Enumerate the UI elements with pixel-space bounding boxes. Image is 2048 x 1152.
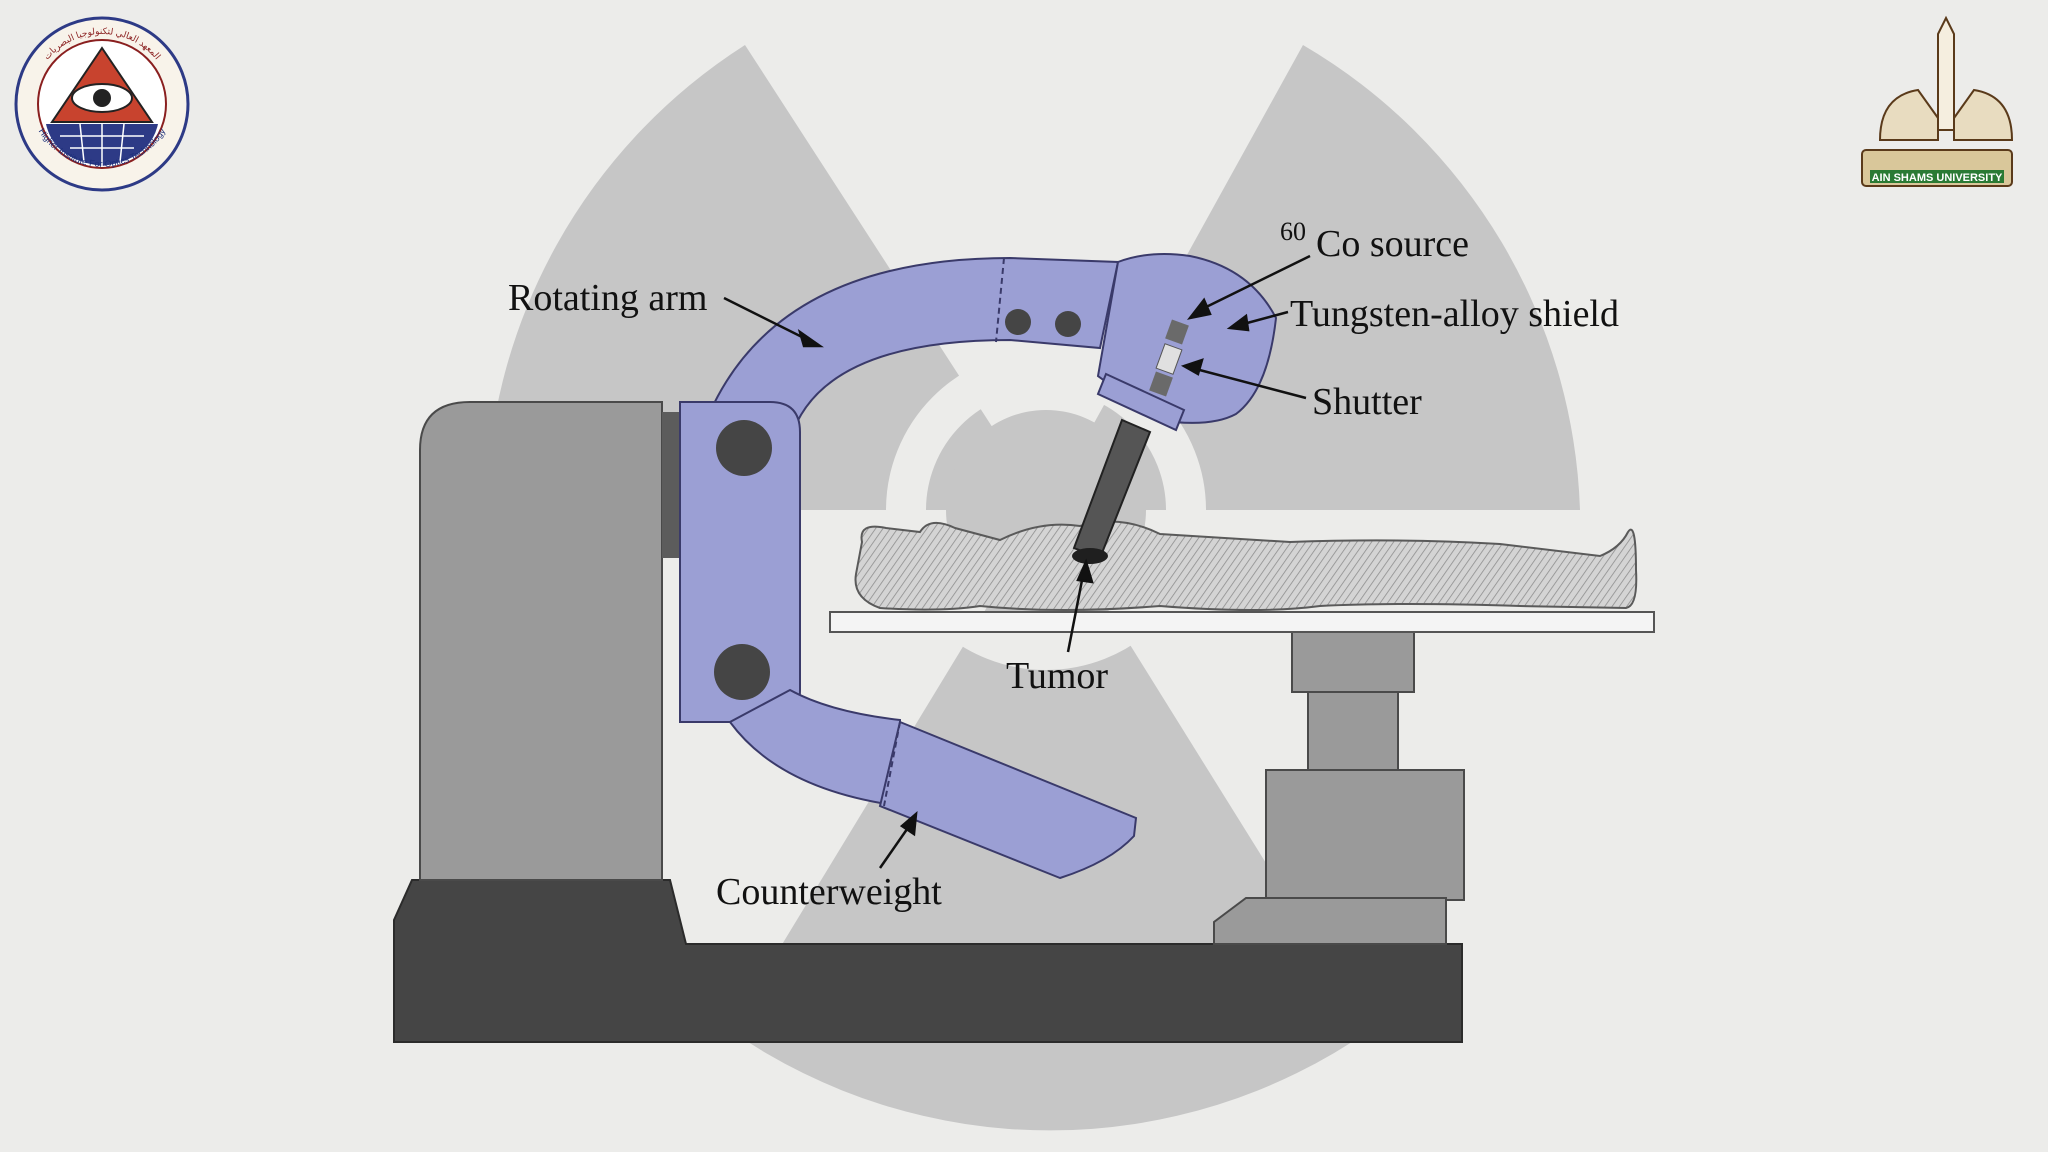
machine-pillar — [419, 401, 663, 881]
source-head — [1096, 253, 1278, 424]
patient — [854, 520, 1638, 611]
rotating-arm-lower — [728, 688, 901, 808]
leader-tumor — [1066, 569, 1086, 653]
leader-shutter — [1191, 366, 1307, 400]
label-co-source-superscript: 60 — [1280, 217, 1306, 246]
leader-rotating-arm — [723, 296, 813, 344]
globe-grid — [60, 123, 144, 166]
trefoil-center-gap — [886, 350, 1206, 670]
arrowhead-co-source — [1186, 297, 1212, 320]
ain-shams-banner-strip — [1870, 170, 2004, 183]
arrowhead-rotating-arm — [797, 328, 824, 348]
shutter-base — [1149, 371, 1173, 397]
table-foot — [1213, 897, 1447, 945]
arrowhead-counterweight — [899, 811, 918, 837]
machine-base — [393, 879, 1463, 1043]
obelisk-icon — [1937, 15, 1955, 131]
label-co-source: Co source — [1316, 223, 1469, 265]
counterweight — [878, 720, 1138, 880]
rotating-arm-upper — [708, 256, 1120, 442]
ain-shams-banner-text: AIN SHAMS UNIVERSITY — [1872, 172, 2003, 184]
arm-joint-line — [995, 257, 1005, 343]
table-column — [1307, 691, 1399, 771]
tumor — [1072, 548, 1108, 564]
arm-bolt-1 — [1005, 309, 1031, 335]
table-top — [829, 611, 1655, 633]
ain-shams-logo: AIN SHAMS UNIVERSITY — [1861, 15, 2014, 187]
arrowhead-tumor — [1076, 558, 1094, 584]
label-tumor: Tumor — [1006, 655, 1108, 697]
falcon-left-icon — [1878, 88, 1939, 141]
falcon-right-icon — [1953, 88, 2014, 141]
institute-logo: المعهد العالي لتكنولوجيا البصريات Higher… — [14, 16, 190, 192]
arrowhead-shutter — [1180, 358, 1204, 376]
head-collar — [1096, 372, 1186, 432]
pillar-mount — [662, 412, 684, 558]
arm-bolt-2 — [1055, 311, 1081, 337]
trefoil-blade-left — [486, 45, 1046, 510]
counterweight-joint-line — [883, 721, 901, 807]
arrowhead-shield — [1226, 313, 1250, 332]
label-tungsten-shield: Tungsten-alloy shield — [1290, 293, 1619, 335]
cobalt-source — [1165, 319, 1189, 345]
eye-pupil — [93, 89, 111, 107]
leader-lines — [723, 254, 1311, 869]
table-column-top — [1291, 631, 1415, 693]
mount-bolt-bottom — [714, 644, 770, 700]
mount-bolt-top — [716, 420, 772, 476]
label-shutter: Shutter — [1312, 381, 1422, 423]
label-counterweight: Counterweight — [716, 871, 942, 913]
label-rotating-arm: Rotating arm — [508, 277, 707, 319]
leader-co-source — [1195, 254, 1311, 314]
shutter — [1155, 343, 1183, 375]
table-pedestal — [1265, 769, 1465, 901]
